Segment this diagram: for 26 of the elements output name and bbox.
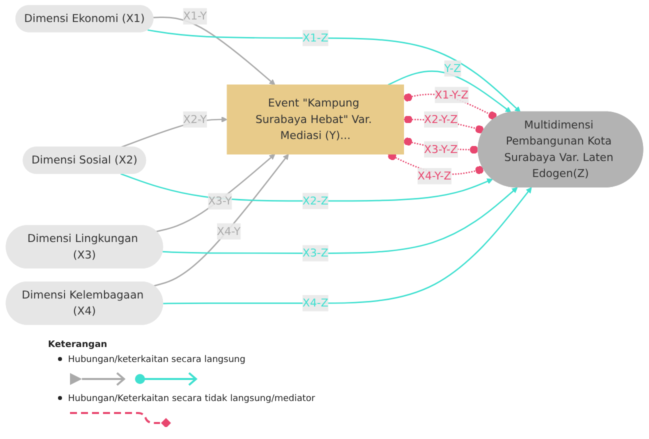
arrow (120, 173, 493, 202)
legend-text: Hubungan/keterkaitan secara langsung (68, 355, 246, 365)
edge-label: X2-Y (183, 112, 207, 126)
edge-label: X1-Y-Z (434, 88, 468, 102)
edge-label: X2-Z (302, 194, 328, 208)
arrow (120, 116, 228, 148)
legend-title: Keterangan (48, 340, 108, 350)
arrow (154, 154, 289, 287)
arrow (163, 187, 532, 304)
node-box: Event "Kampung Surabaya Hebat" Var. Mediasi (Y)... (226, 84, 404, 154)
edge-label: X1-Y (183, 10, 207, 22)
legend-text: Hubungan/Keterkaitan secara tidak langsung/mediator (68, 394, 316, 404)
arrow (147, 29, 521, 112)
arrow (153, 16, 276, 86)
arrow (162, 187, 518, 254)
edge-label: X1-Z (302, 31, 328, 44)
edge-label: X4-Z (302, 296, 328, 310)
edge-label: X2-Y-Z (424, 112, 458, 126)
edge-label: X3-Y-Z (424, 142, 458, 156)
arrow (156, 154, 276, 232)
edge-label: X3-Y (208, 194, 232, 208)
edge-label: Y-Z (444, 62, 461, 75)
edge-label: X4-Y (216, 224, 241, 238)
edge-label: X3-Z (302, 246, 328, 260)
arrow (388, 70, 512, 113)
edge-label: X4-Y-Z (418, 169, 452, 182)
